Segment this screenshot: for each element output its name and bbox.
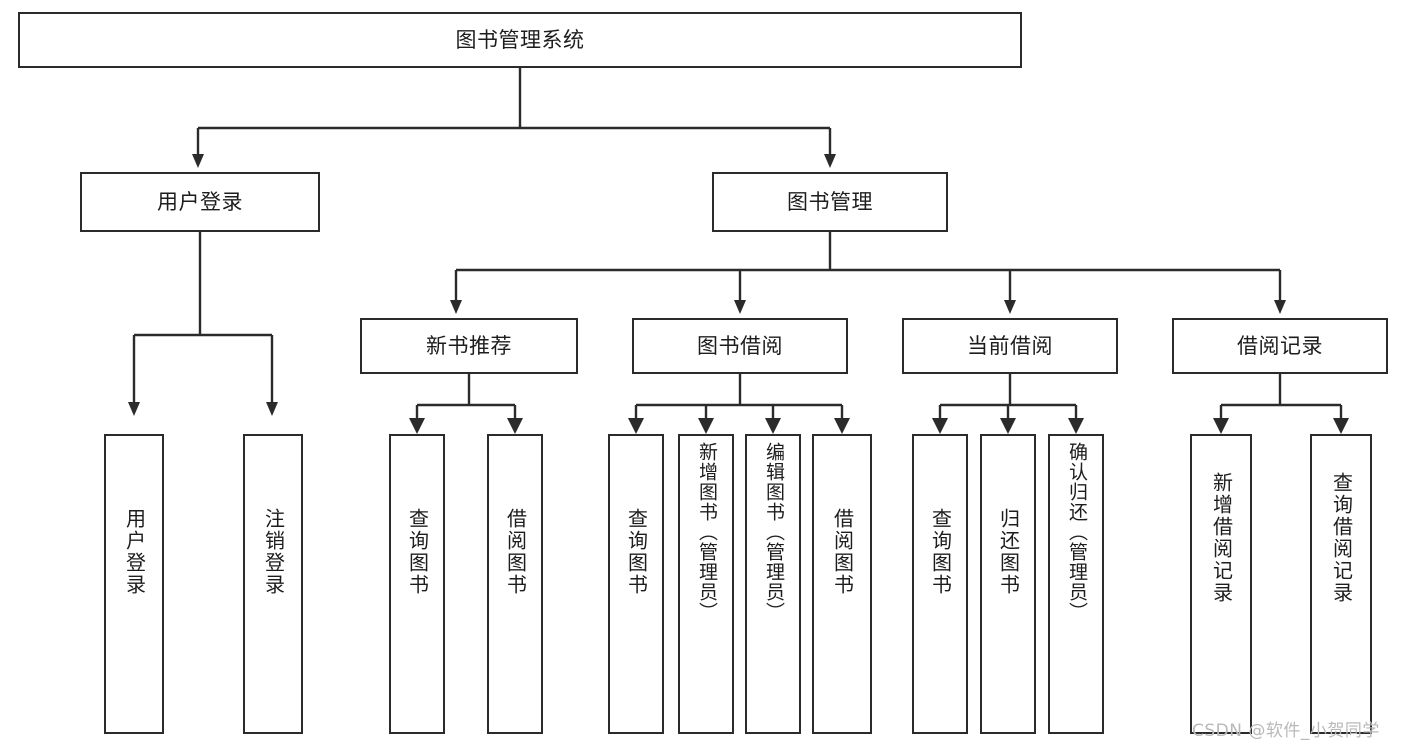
leaf-query-borrow-record[interactable]: 查询借阅记录 bbox=[1310, 434, 1372, 734]
leaf-add-book-admin[interactable]: 新增图书（管理员） bbox=[678, 434, 734, 734]
node-user-login[interactable]: 用户登录 bbox=[80, 172, 320, 232]
node-label: 新增图书（管理员） bbox=[695, 442, 718, 622]
node-borrow-record[interactable]: 借阅记录 bbox=[1172, 318, 1388, 374]
node-label: 查询图书 bbox=[624, 508, 649, 596]
node-current-borrow[interactable]: 当前借阅 bbox=[902, 318, 1118, 374]
leaf-user-logout[interactable]: 注销登录 bbox=[243, 434, 303, 734]
node-label: 用户登录 bbox=[157, 189, 243, 214]
node-label: 借阅图书 bbox=[830, 508, 855, 596]
node-label: 新增借阅记录 bbox=[1209, 472, 1234, 604]
node-label: 借阅图书 bbox=[503, 508, 528, 596]
node-label: 注销登录 bbox=[261, 508, 286, 596]
node-label: 用户登录 bbox=[122, 508, 147, 596]
leaf-query-books-current[interactable]: 查询图书 bbox=[912, 434, 968, 734]
leaf-edit-book-admin[interactable]: 编辑图书（管理员） bbox=[745, 434, 801, 734]
node-label: 编辑图书（管理员） bbox=[762, 442, 785, 622]
leaf-add-borrow-record[interactable]: 新增借阅记录 bbox=[1190, 434, 1252, 734]
leaf-confirm-return-admin[interactable]: 确认归还（管理员） bbox=[1048, 434, 1104, 734]
csdn-watermark: CSDN @软件_小贺同学 bbox=[1192, 721, 1380, 741]
node-label: 确认归还（管理员） bbox=[1065, 442, 1088, 622]
node-label: 归还图书 bbox=[996, 508, 1021, 596]
node-book-management[interactable]: 图书管理 bbox=[712, 172, 948, 232]
node-label: 图书借阅 bbox=[697, 333, 783, 358]
node-label: 查询图书 bbox=[928, 508, 953, 596]
node-label: 图书管理系统 bbox=[455, 27, 585, 52]
node-root[interactable]: 图书管理系统 bbox=[18, 12, 1022, 68]
leaf-query-books-borrow[interactable]: 查询图书 bbox=[608, 434, 664, 734]
node-label: 当前借阅 bbox=[967, 333, 1053, 358]
node-label: 图书管理 bbox=[787, 189, 873, 214]
node-label: 借阅记录 bbox=[1237, 333, 1323, 358]
leaf-return-books[interactable]: 归还图书 bbox=[980, 434, 1036, 734]
node-label: 查询借阅记录 bbox=[1329, 472, 1354, 604]
leaf-borrow-books-recommend[interactable]: 借阅图书 bbox=[487, 434, 543, 734]
node-label: 查询图书 bbox=[405, 508, 430, 596]
leaf-borrow-books[interactable]: 借阅图书 bbox=[812, 434, 872, 734]
leaf-query-books-recommend[interactable]: 查询图书 bbox=[389, 434, 445, 734]
node-book-borrow[interactable]: 图书借阅 bbox=[632, 318, 848, 374]
node-new-book-recommend[interactable]: 新书推荐 bbox=[360, 318, 578, 374]
leaf-user-login[interactable]: 用户登录 bbox=[104, 434, 164, 734]
node-label: 新书推荐 bbox=[426, 333, 512, 358]
